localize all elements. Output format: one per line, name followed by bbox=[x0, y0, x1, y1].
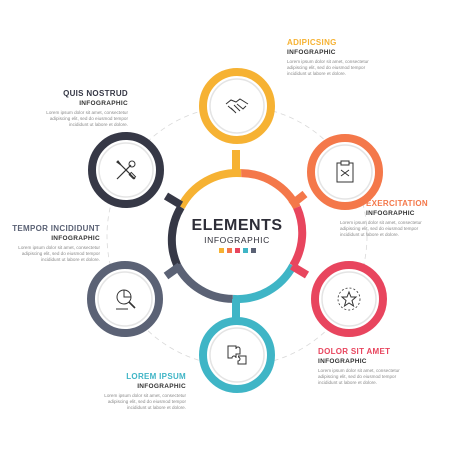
node-inner bbox=[209, 327, 265, 383]
item-body: Lorem ipsum dolor sit amet, consectetur … bbox=[287, 59, 369, 76]
chart-magnifier-icon bbox=[116, 289, 136, 310]
node-puzzle bbox=[199, 317, 275, 393]
item-body: Lorem ipsum dolor sit amet, consectetur … bbox=[18, 245, 100, 262]
label-tempor-incididunt: TEMPOR INCIDIDUNT INFOGRAPHIC Lorem ipsu… bbox=[12, 224, 100, 262]
item-title: DOLOR SIT AMET bbox=[318, 347, 391, 356]
color-swatches bbox=[187, 248, 287, 253]
node-inner bbox=[321, 271, 377, 327]
puzzle-icon bbox=[227, 345, 247, 365]
connector-orange bbox=[288, 190, 308, 209]
label-quis-nostrud: QUIS NOSTRUD INFOGRAPHIC Lorem ipsum dol… bbox=[40, 89, 128, 127]
node-handshake bbox=[199, 68, 275, 144]
ring-arc-yellow bbox=[177, 168, 242, 210]
connector-dark bbox=[163, 192, 184, 209]
center-title: ELEMENTS bbox=[191, 217, 283, 234]
connector-gray bbox=[163, 262, 183, 280]
item-subtitle: INFOGRAPHIC bbox=[79, 100, 128, 107]
label-adipicsing: ADIPICSING INFOGRAPHIC Lorem ipsum dolor… bbox=[287, 38, 377, 76]
item-subtitle: INFOGRAPHIC bbox=[318, 358, 367, 365]
label-exercitation: EXERCITATION INFOGRAPHIC Lorem ipsum dol… bbox=[340, 199, 430, 237]
item-body: Lorem ipsum dolor sit amet, consectetur … bbox=[318, 368, 400, 385]
label-lorem-ipsum: LOREM IPSUM INFOGRAPHIC Lorem ipsum dolo… bbox=[98, 372, 186, 410]
ring-arc-dark bbox=[167, 205, 185, 267]
item-title: LOREM IPSUM bbox=[126, 372, 186, 381]
item-body: Lorem ipsum dolor sit amet, consectetur … bbox=[340, 220, 422, 237]
swatch bbox=[242, 248, 248, 253]
item-title: QUIS NOSTRUD bbox=[63, 89, 128, 98]
swatch bbox=[226, 248, 232, 253]
node-clipboard bbox=[307, 134, 383, 210]
node-tools bbox=[88, 132, 164, 208]
connectors bbox=[163, 150, 310, 322]
connector-red bbox=[289, 262, 310, 279]
node-star bbox=[311, 261, 387, 337]
node-inner bbox=[97, 271, 153, 327]
item-title: TEMPOR INCIDIDUNT bbox=[12, 224, 100, 233]
swatch bbox=[234, 248, 240, 253]
ring-arc-orange bbox=[241, 169, 301, 210]
tools-icon bbox=[116, 160, 137, 180]
center-title-block: ELEMENTS INFOGRAPHIC bbox=[187, 218, 287, 253]
ring-arc-teal bbox=[232, 263, 297, 304]
swatch bbox=[250, 248, 256, 253]
ring-arc-red bbox=[289, 205, 307, 268]
item-title: EXERCITATION bbox=[366, 199, 428, 208]
label-dolor-sit-amet: DOLOR SIT AMET INFOGRAPHIC Lorem ipsum d… bbox=[318, 347, 406, 385]
node-chart-magnifier bbox=[87, 261, 163, 337]
item-body: Lorem ipsum dolor sit amet, consectetur … bbox=[46, 110, 128, 127]
center-subtitle: INFOGRAPHIC bbox=[204, 235, 270, 245]
item-subtitle: INFOGRAPHIC bbox=[366, 210, 415, 217]
swatch bbox=[218, 248, 224, 253]
item-subtitle: INFOGRAPHIC bbox=[287, 49, 336, 56]
item-title: ADIPICSING bbox=[287, 38, 337, 47]
clipboard-icon bbox=[336, 160, 354, 183]
item-subtitle: INFOGRAPHIC bbox=[51, 235, 100, 242]
node-inner bbox=[317, 144, 373, 200]
ring-arc-gray bbox=[173, 263, 233, 303]
star-icon bbox=[337, 287, 361, 311]
center-ring bbox=[167, 168, 307, 304]
item-subtitle: INFOGRAPHIC bbox=[137, 383, 186, 390]
item-body: Lorem ipsum dolor sit amet, consectetur … bbox=[104, 393, 186, 410]
handshake-icon bbox=[225, 98, 249, 114]
node-inner bbox=[209, 78, 265, 134]
